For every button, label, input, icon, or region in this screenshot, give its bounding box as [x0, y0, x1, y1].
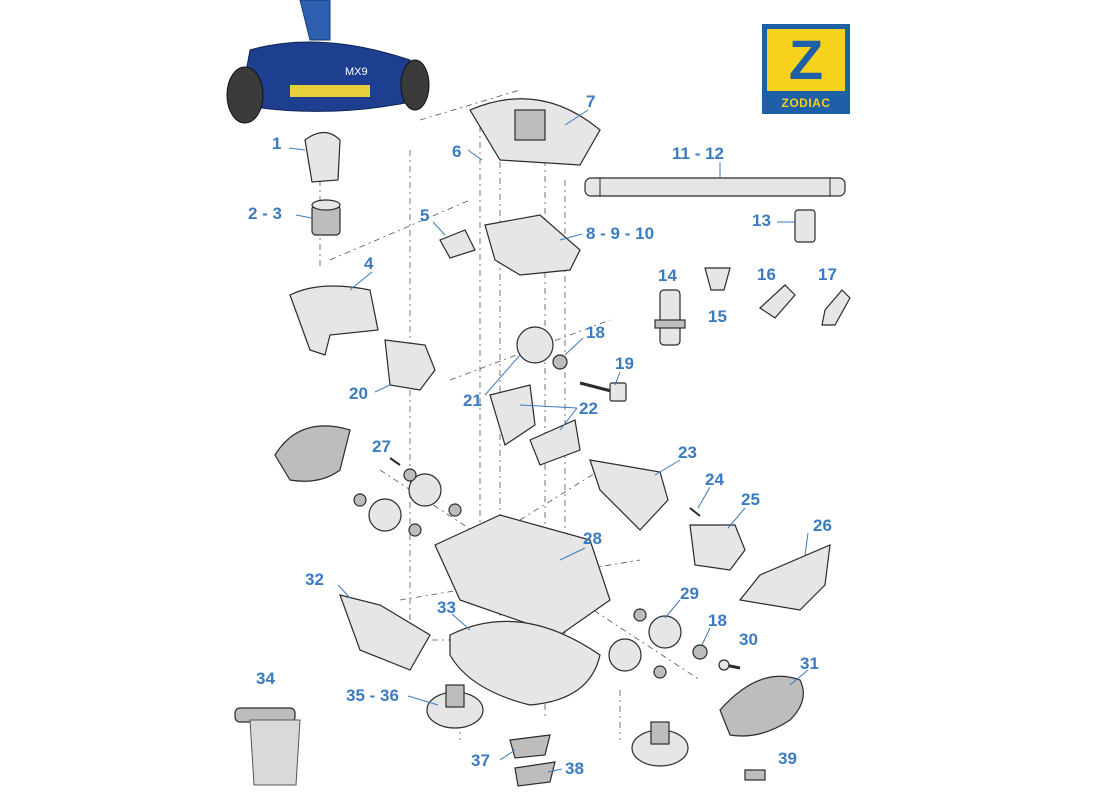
- part-18-washer-upper: [552, 354, 568, 370]
- part-25-housing: [689, 524, 746, 571]
- part-37-clip: [509, 734, 551, 759]
- label-part-16: 16: [757, 265, 776, 284]
- label-part-32: 32: [305, 570, 324, 589]
- label-part-38: 38: [565, 759, 584, 778]
- part-21-turbine: [516, 326, 554, 364]
- part-14-valve: [654, 289, 686, 346]
- label-part-11-12: 11 - 12: [672, 144, 724, 163]
- label-part-7: 7: [586, 92, 596, 111]
- part-32-side-skirt: [339, 594, 431, 671]
- part-24-screw: [689, 507, 701, 517]
- leader-lines: [288, 109, 809, 773]
- part-38-clip: [514, 761, 556, 787]
- logo-emblem: Z: [767, 29, 845, 91]
- part-17-elbow: [821, 289, 851, 326]
- label-part-14: 14: [658, 266, 677, 285]
- logo-z-mark: Z: [788, 28, 824, 91]
- label-part-27: 27: [372, 437, 391, 456]
- track-left: [274, 425, 351, 482]
- label-part-1: 1: [272, 134, 282, 153]
- robot-model-text: MX9: [345, 66, 368, 78]
- label-part-20: 20: [349, 384, 368, 403]
- part-35-36-skirt-right: [631, 721, 689, 767]
- part-13-connector: [794, 209, 816, 243]
- part-2-3-swivel: [311, 199, 341, 236]
- logo-wordmark: ZODIAC: [781, 96, 831, 110]
- part-35-36-skirt-left: [426, 684, 484, 729]
- label-part-39: 39: [778, 749, 797, 768]
- label-part-25: 25: [741, 490, 760, 509]
- label-part-24: 24: [705, 470, 724, 489]
- label-part-28: 28: [583, 529, 602, 548]
- label-part-2-3: 2 - 3: [248, 204, 283, 223]
- label-part-31: 31: [800, 654, 819, 673]
- part-26-side-cover: [738, 544, 831, 611]
- label-part-19: 19: [615, 354, 634, 373]
- wheels-left: [353, 468, 462, 537]
- part-7-center-box: [514, 109, 546, 141]
- part-31-track-right: [719, 675, 804, 737]
- part-22-turbine-half-right: [529, 419, 581, 466]
- part-8-9-10-upper-body: [484, 214, 581, 276]
- part-4-cover: [289, 285, 379, 356]
- part-20-turbine-housing: [384, 339, 436, 391]
- label-part-21: 21: [463, 391, 482, 410]
- part-16-elbow: [759, 284, 796, 319]
- label-part-23: 23: [678, 443, 697, 462]
- label-part-22: 22: [579, 399, 598, 418]
- zodiac-logo: Z ZODIAC: [762, 24, 850, 114]
- label-part-34: 34: [256, 669, 275, 688]
- part-15-cone: [704, 267, 731, 291]
- part-23-bumper: [589, 459, 669, 531]
- label-part-29: 29: [680, 584, 699, 603]
- label-part-5: 5: [420, 206, 430, 225]
- label-part-18-upper: 18: [586, 323, 605, 342]
- label-part-17: 17: [818, 265, 837, 284]
- part-19-shaft: [579, 381, 627, 402]
- part-39-clip: [744, 769, 766, 781]
- part-30-pin: [718, 659, 741, 671]
- part-1-cap: [304, 131, 341, 183]
- label-part-18-lower: 18: [708, 611, 727, 630]
- label-part-4: 4: [364, 254, 374, 273]
- part-34-leaf-canister: [234, 707, 301, 786]
- part-11-12-hose: [584, 177, 846, 197]
- robot-cleaner-illustration: MX9: [226, 0, 430, 124]
- label-part-8-9-10: 8 - 9 - 10: [586, 224, 655, 243]
- part-33-base-plate: [449, 620, 601, 706]
- part-22-turbine-half-left: [489, 384, 536, 446]
- part-27-spring: [389, 457, 401, 466]
- part-18-washer-lower: [692, 644, 708, 660]
- label-part-6: 6: [452, 142, 462, 161]
- part-28-chassis: [434, 514, 611, 636]
- part-5-clip: [439, 229, 476, 259]
- label-part-15: 15: [708, 307, 727, 326]
- label-part-26: 26: [813, 516, 832, 535]
- label-part-35-36: 35 - 36: [346, 686, 399, 705]
- label-part-37: 37: [471, 751, 490, 770]
- part-29-wheels-right: [608, 608, 682, 679]
- label-part-30: 30: [739, 630, 758, 649]
- label-part-13: 13: [752, 211, 771, 230]
- label-part-33: 33: [437, 598, 456, 617]
